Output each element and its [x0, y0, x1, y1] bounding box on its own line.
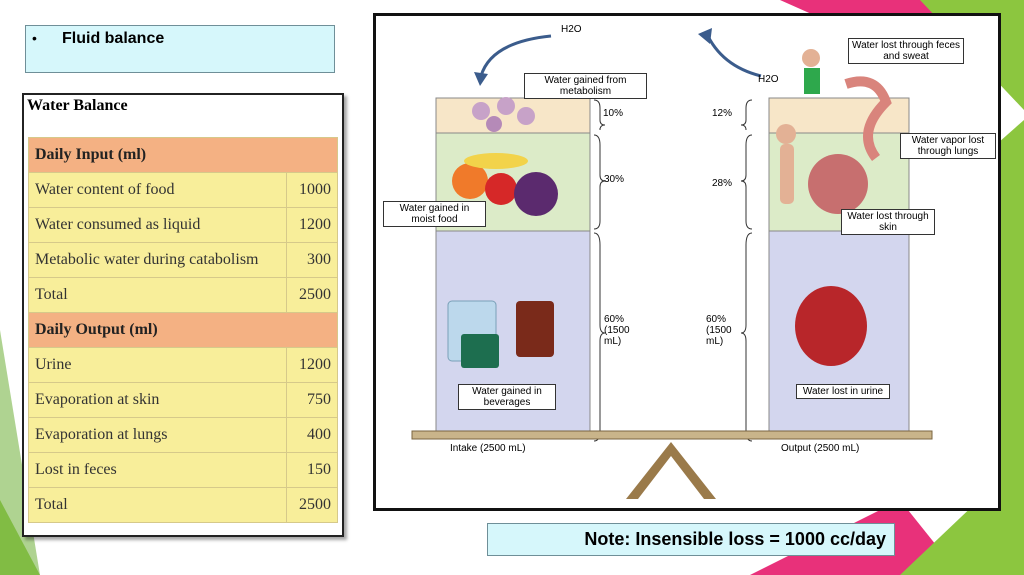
label-lungs: Water vapor lost through lungs — [900, 133, 996, 159]
bullet: • — [32, 30, 37, 46]
input-header-row: Daily Input (ml) — [28, 137, 338, 173]
note-box: Note: Insensible loss = 1000 cc/day — [487, 523, 895, 556]
row-value: 150 — [286, 452, 338, 488]
diagram-art — [411, 28, 933, 499]
pct-metabolism: 10% — [603, 108, 624, 119]
input-header: Daily Input (ml) — [28, 137, 338, 173]
h2o-label-left: H2O — [561, 24, 582, 35]
table-heading: Water Balance — [27, 97, 128, 114]
water-balance-diagram: H2O H2O Water gained from metabolism Wat… — [373, 13, 1001, 511]
label-beverages: Water gained in beverages — [458, 384, 556, 410]
row-value: 1200 — [286, 207, 338, 243]
slide-title: Fluid balance — [62, 30, 165, 47]
label-skin: Water lost through skin — [841, 209, 935, 235]
balance-grid: Daily Input (ml) Water content of food 1… — [28, 137, 338, 523]
row-value: 2500 — [286, 277, 338, 313]
row-label: Evaporation at lungs — [28, 417, 287, 453]
h2o-label-right: H2O — [758, 74, 779, 85]
pct-feces: 12% — [712, 108, 733, 119]
table-row: Evaporation at lungs 400 — [28, 417, 338, 453]
label-metabolism: Water gained from metabolism — [524, 73, 647, 99]
row-label: Metabolic water during catabolism — [28, 242, 287, 278]
label-moist-food: Water gained in moist food — [383, 201, 486, 227]
table-row: Urine 1200 — [28, 347, 338, 383]
row-label: Water consumed as liquid — [28, 207, 287, 243]
pct-urine: 60% (1500 mL) — [706, 314, 732, 347]
row-value: 1200 — [286, 347, 338, 383]
title-box: • Fluid balance — [25, 25, 335, 73]
table-row: Metabolic water during catabolism 300 — [28, 242, 338, 278]
table-row: Total 2500 — [28, 487, 338, 523]
row-value: 300 — [286, 242, 338, 278]
row-value: 400 — [286, 417, 338, 453]
table-row: Evaporation at skin 750 — [28, 382, 338, 418]
row-label: Lost in feces — [28, 452, 287, 488]
table-row: Water content of food 1000 — [28, 172, 338, 208]
row-value: 750 — [286, 382, 338, 418]
table-row: Total 2500 — [28, 277, 338, 313]
output-label: Output (2500 mL) — [781, 443, 860, 454]
label-urine: Water lost in urine — [796, 384, 890, 399]
pct-beverages: 60% (1500 mL) — [604, 314, 630, 347]
water-balance-table: Water Balance Daily Input (ml) Water con… — [22, 93, 344, 537]
row-label: Water content of food — [28, 172, 287, 208]
row-label: Total — [28, 277, 287, 313]
row-value: 1000 — [286, 172, 338, 208]
row-value: 2500 — [286, 487, 338, 523]
row-label: Evaporation at skin — [28, 382, 287, 418]
label-feces-sweat: Water lost through feces and sweat — [848, 38, 964, 64]
pct-skin: 28% — [712, 178, 733, 189]
table-row: Lost in feces 150 — [28, 452, 338, 488]
pct-food: 30% — [604, 174, 625, 185]
output-header-row: Daily Output (ml) — [28, 312, 338, 348]
output-header: Daily Output (ml) — [28, 312, 338, 348]
table-row: Water consumed as liquid 1200 — [28, 207, 338, 243]
row-label: Urine — [28, 347, 287, 383]
row-label: Total — [28, 487, 287, 523]
intake-label: Intake (2500 mL) — [450, 443, 526, 454]
